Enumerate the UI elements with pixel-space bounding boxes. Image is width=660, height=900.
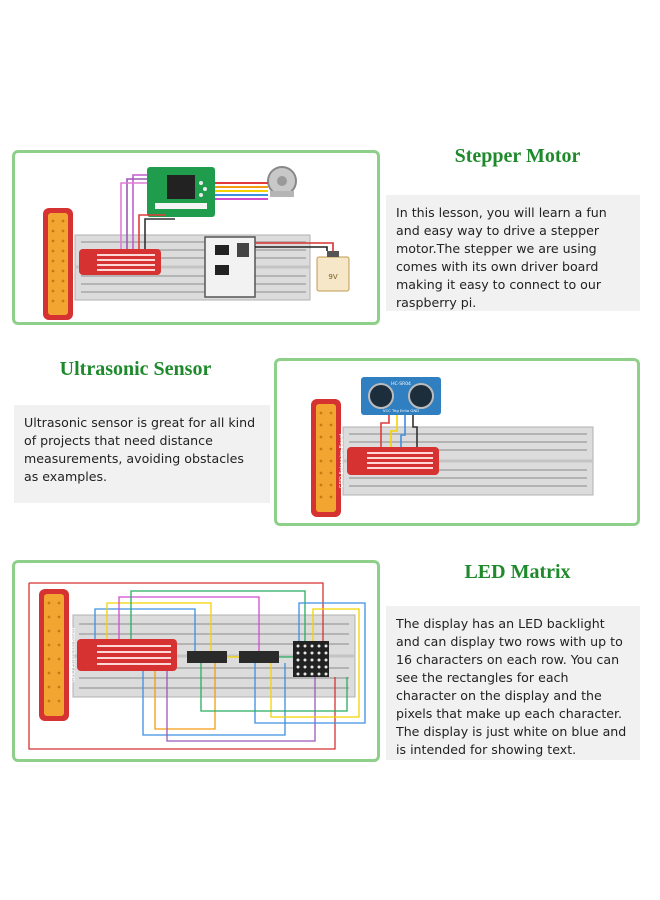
ultrasonic-sensor-title: Ultrasonic Sensor — [59, 358, 212, 380]
led-matrix-diagram-frame: GPIO Extension Board — [12, 560, 380, 762]
sensor-model-label: HC-SR04 — [391, 381, 411, 387]
led-matrix-description: The display has an LED backlight and can… — [386, 606, 640, 760]
gpio-board-label: GPIO Extension Board — [339, 434, 345, 489]
sensor-pin-labels: VCC Trig Echo GND — [383, 408, 419, 413]
shift-register-chip-1 — [187, 651, 227, 663]
gpio-board-label: GPIO Extension Board — [71, 628, 77, 683]
stepper-motor-title: Stepper Motor — [454, 145, 581, 167]
led-matrix-title: LED Matrix — [464, 561, 571, 583]
ultrasonic-sensor-description: Ultrasonic sensor is great for all kind … — [14, 405, 270, 503]
ultrasonic-sensor-diagram-frame: HC-SR04 VCC Trig Echo GND GPIO Extension… — [274, 358, 640, 526]
battery-label: 9V — [328, 273, 337, 281]
gpio-ribbon-connector — [79, 249, 161, 275]
shift-register-chip-2 — [239, 651, 279, 663]
stepper-motor-diagram-frame: 9V GPIO Extension Board — [12, 150, 380, 325]
sensor-transducer-left — [368, 383, 394, 409]
gpio-ribbon-connector — [77, 639, 177, 671]
stepper-motor-circuit-illustration: 9V GPIO Extension Board — [36, 166, 350, 320]
led-matrix-circuit-illustration: GPIO Extension Board — [28, 582, 366, 750]
ultrasonic-sensor-circuit-illustration: HC-SR04 VCC Trig Echo GND GPIO Extension… — [311, 377, 594, 517]
sensor-transducer-right — [408, 383, 434, 409]
stepper-motor-description: In this lesson, you will learn a fun and… — [386, 195, 640, 311]
gpio-ribbon-connector — [347, 447, 439, 475]
gpio-board-label: GPIO Extension Board — [36, 234, 42, 289]
